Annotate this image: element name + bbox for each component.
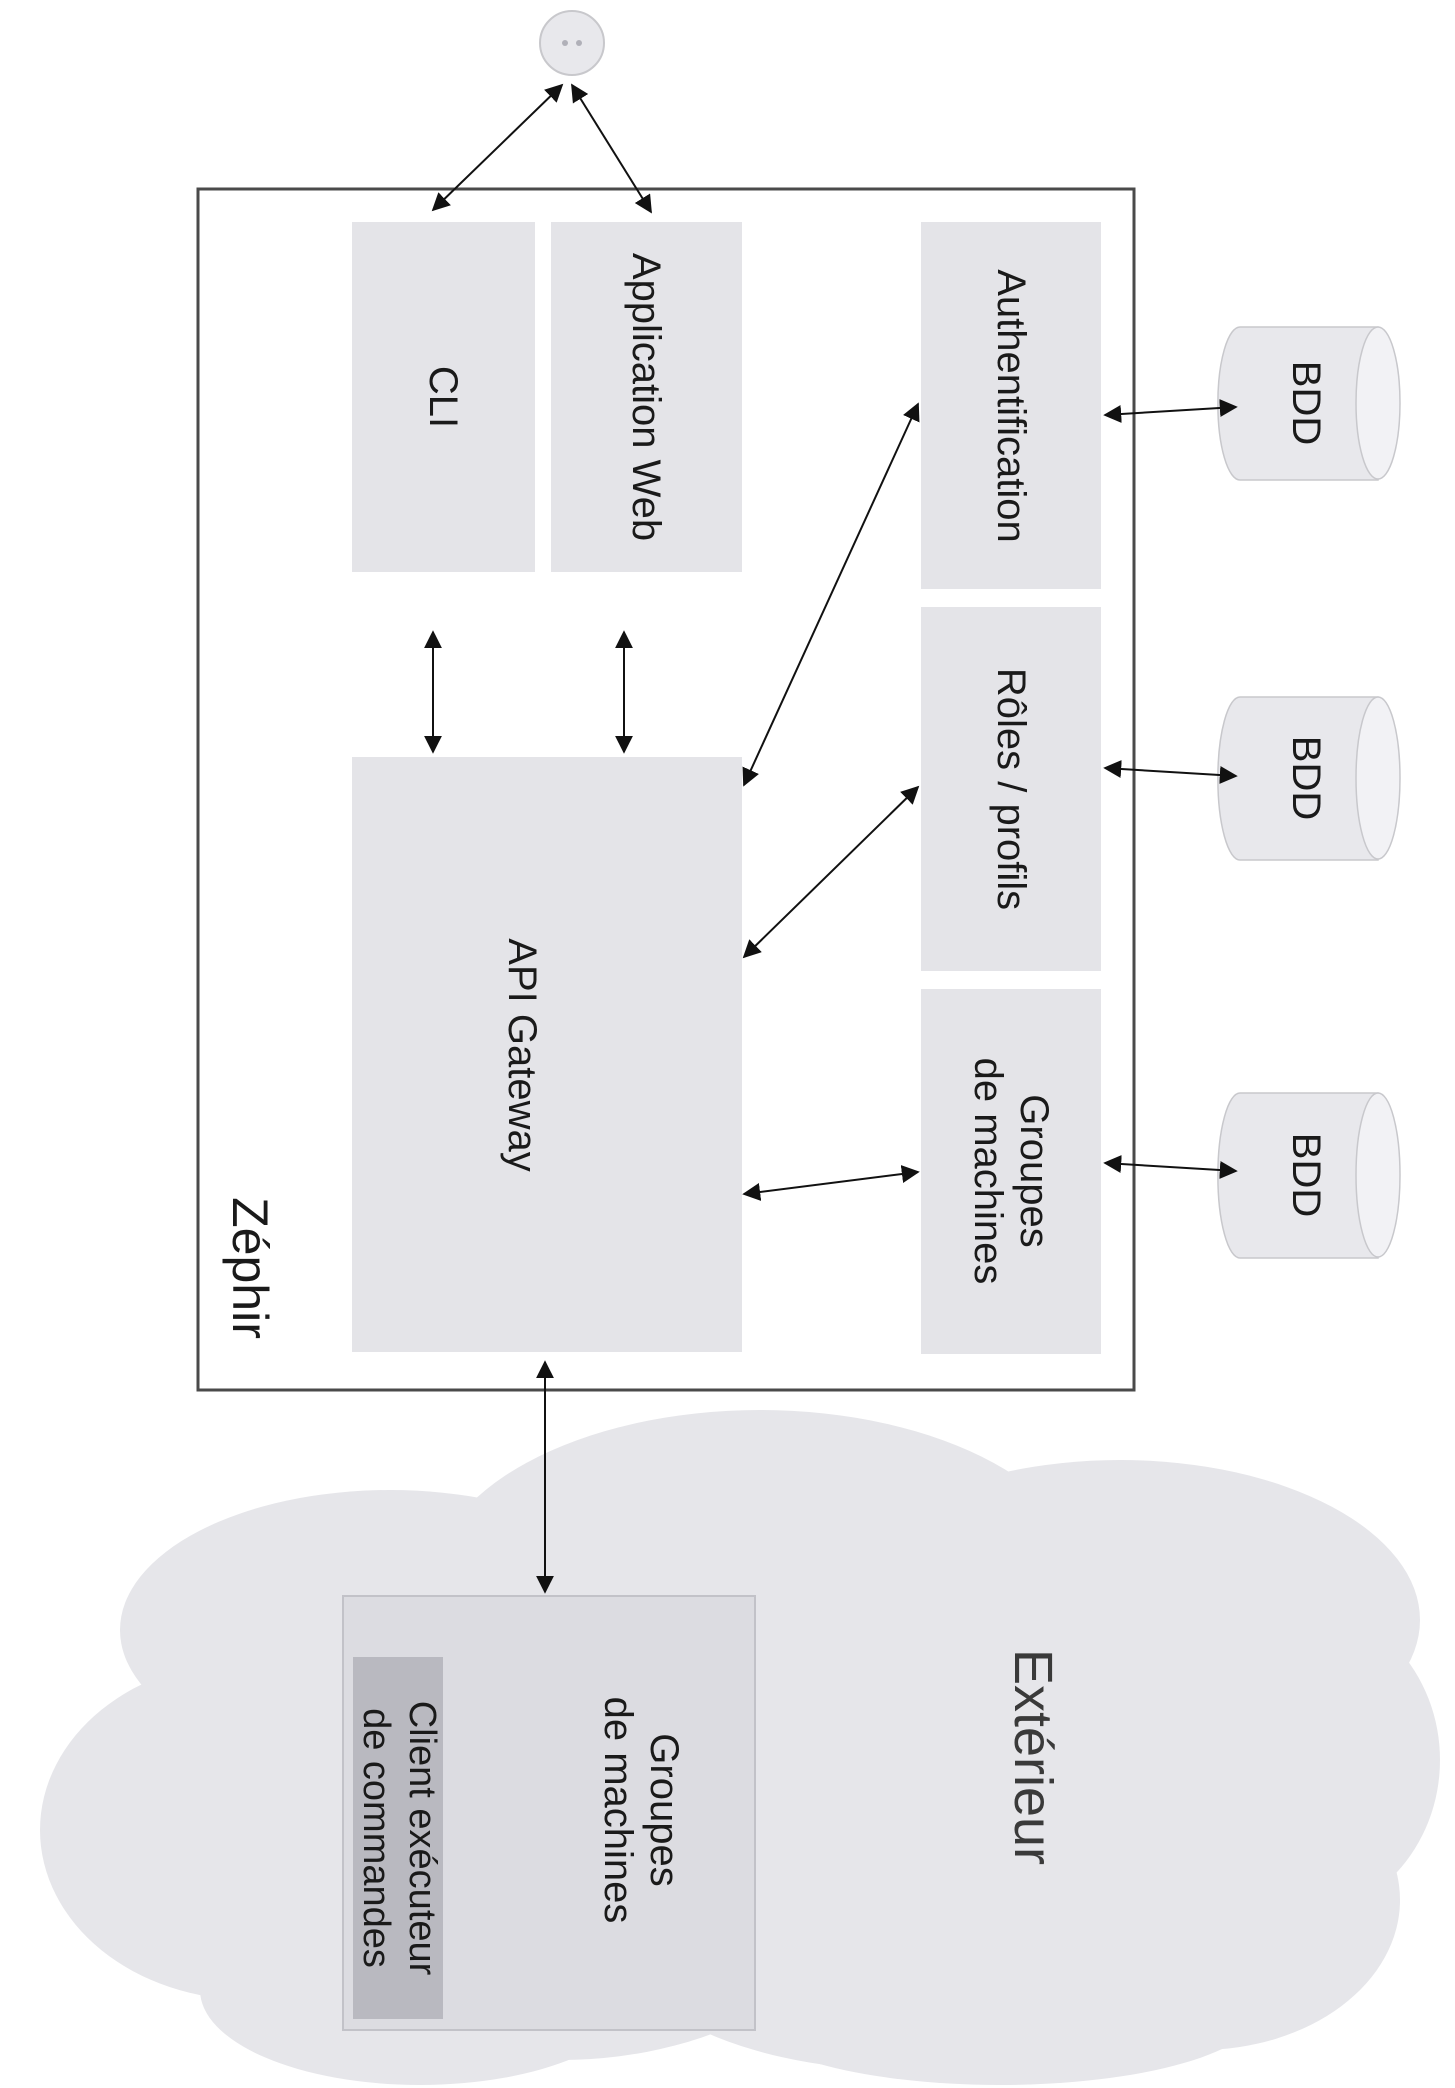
arrow-api-groups <box>742 1165 920 1201</box>
arrow-groups-db <box>1103 1155 1238 1179</box>
database-2 <box>1217 696 1401 861</box>
zephir-title: Zéphir <box>222 1197 278 1339</box>
roles-label: Rôles / profils <box>989 668 1033 910</box>
arrow-auth-db <box>1103 399 1238 423</box>
exterieur-groups-line1: Groupes <box>642 1733 686 1886</box>
groups-label-line2: de machines <box>966 1058 1010 1285</box>
api-gateway-box <box>352 757 742 1352</box>
arrow-user-web <box>571 83 652 214</box>
arrow-api-roles <box>742 785 920 959</box>
groups-box <box>921 989 1101 1354</box>
web-app-label: Application Web <box>624 253 668 541</box>
web-app-box <box>551 222 742 572</box>
authentification-label: Authentification <box>989 269 1033 543</box>
roles-box <box>921 607 1101 971</box>
user-icon <box>539 10 605 76</box>
database-1 <box>1217 326 1401 481</box>
db-label-1: BDD <box>1284 361 1328 445</box>
connector-arrows <box>424 83 1238 1594</box>
exterieur-groups-line2: de machines <box>596 1697 640 1924</box>
exterieur-title: Extérieur <box>1003 1649 1063 1865</box>
arrow-api-auth <box>742 402 920 787</box>
cli-box <box>352 222 535 572</box>
cli-label: CLI <box>421 366 465 428</box>
arrow-user-cli <box>431 83 564 212</box>
client-executeur-box <box>353 1657 443 2019</box>
client-label-line1: Client exécuteur <box>401 1701 443 1976</box>
arrow-roles-db <box>1103 760 1238 784</box>
client-label-line2: de commandes <box>355 1708 397 1968</box>
api-gateway-label: API Gateway <box>500 938 544 1171</box>
database-3 <box>1217 1092 1401 1259</box>
db-label-3: BDD <box>1284 1133 1328 1217</box>
authentification-box <box>921 222 1101 589</box>
db-label-2: BDD <box>1284 736 1328 820</box>
groups-label-line1: Groupes <box>1012 1094 1056 1247</box>
